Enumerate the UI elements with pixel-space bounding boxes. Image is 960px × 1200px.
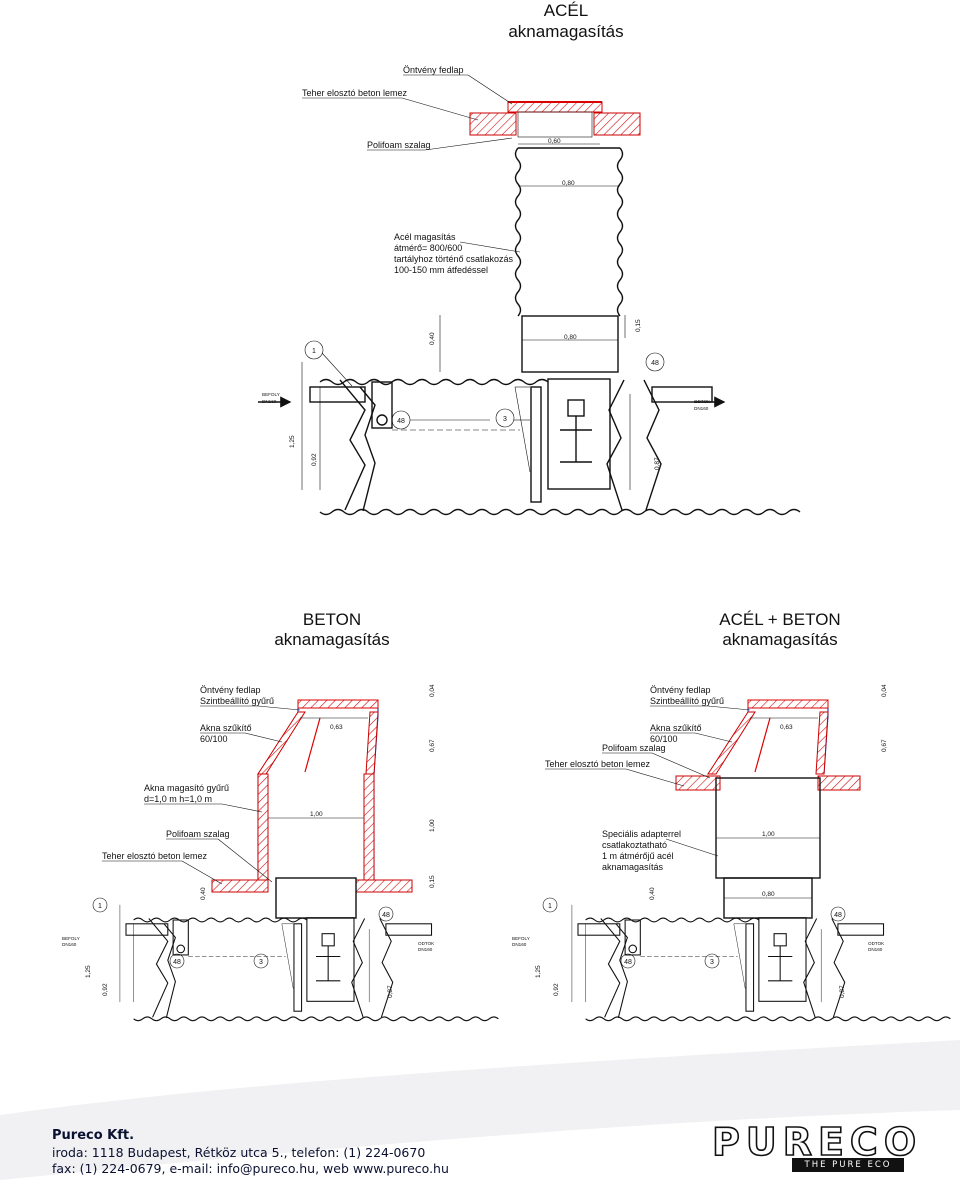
combo-inlet-label: BEFOLY <box>512 936 530 941</box>
beton-label-akna2: 60/100 <box>200 734 228 744</box>
beton-dim-004: 0,04 <box>429 684 436 697</box>
top-load-slab-right <box>593 112 641 136</box>
label-polifoam-szalag: Polifoam szalag <box>367 140 431 150</box>
beton-balloon-48a: 48 <box>382 912 390 919</box>
top-load-slab-left <box>469 112 517 136</box>
combo-dim-004: 0,04 <box>881 684 888 697</box>
acel-diagram: 0,60 0,80 0,80 0,40 0,15 Öntvény fedlap … <box>258 65 801 516</box>
beton-dim-092: 0,92 <box>102 983 109 996</box>
pureco-logo: PURECO THE PURE ECO <box>711 1119 917 1176</box>
beton-outlet-dn: DN160 <box>418 947 433 952</box>
combo-dim-040: 0,40 <box>649 887 656 900</box>
logo-tagline: THE PURE ECO <box>792 1158 904 1172</box>
combo-label-szint: Szintbeállító gyűrű <box>650 696 724 706</box>
beton-label-akna1: Akna szűkítő <box>200 723 252 733</box>
top-inlet-label: BEFOLY <box>262 392 280 397</box>
top-balloon-1: 1 <box>312 348 316 355</box>
combo-dim-080: 0,80 <box>762 891 775 898</box>
label-acel-magasitas: Acél magasítás <box>394 232 456 242</box>
beton-dim-067: 0,67 <box>429 739 436 752</box>
title-combo-line1: ACÉL + BETON <box>719 610 840 629</box>
beton-label-polifoam: Polifoam szalag <box>166 829 230 839</box>
title-beton-line1: BETON <box>303 610 361 629</box>
combo-label-teher: Teher elosztó beton lemez <box>545 759 651 769</box>
combo-dim-092: 0,92 <box>553 983 560 996</box>
combo-outlet-label: ODTOK <box>868 941 885 946</box>
title-combo-line2: aknamagasítás <box>722 630 837 649</box>
combo-dim-125: 1,25 <box>535 965 542 978</box>
footer-address: iroda: 1118 Budapest, Rétköz utca 5., te… <box>52 1145 426 1160</box>
top-balloon-48a: 48 <box>651 360 659 367</box>
dim-040: 0,40 <box>429 332 436 345</box>
logo-word: PURECO <box>711 1119 923 1165</box>
combo-label-ontveny: Öntvény fedlap <box>650 685 711 695</box>
top-cast-cover <box>507 101 603 113</box>
beton-label-teher: Teher elosztó beton lemez <box>102 851 208 861</box>
combo-dim-063: 0,63 <box>780 724 793 731</box>
beton-dim-063: 0,63 <box>330 724 343 731</box>
beton-dim-015: 0,15 <box>429 875 436 888</box>
dim-060: 0,60 <box>548 138 561 145</box>
beton-label-ontveny: Öntvény fedlap <box>200 685 261 695</box>
beton-balloon-1: 1 <box>98 903 102 910</box>
beton-label-szint: Szintbeállító gyűrű <box>200 696 274 706</box>
combo-dim-087: 0,87 <box>839 985 846 998</box>
dim-080b: 0,80 <box>564 334 577 341</box>
combo-dim-067: 0,67 <box>881 739 888 752</box>
combo-balloon-48b: 48 <box>624 959 632 966</box>
combo-label-spec1: Speciális adapterrel <box>602 829 681 839</box>
label-ontveny-fedlap: Öntvény fedlap <box>403 65 464 75</box>
title-acel-line2: aknamagasítás <box>508 22 623 41</box>
top-inlet-dn: DN160 <box>262 399 277 404</box>
footer-swoosh <box>0 1040 960 1180</box>
beton-balloon-3: 3 <box>259 959 263 966</box>
top-balloon-48b: 48 <box>397 418 405 425</box>
beton-dim-100a: 1,00 <box>310 811 323 818</box>
top-outlet-label: ODTOK <box>694 399 711 404</box>
title-beton-line2: aknamagasítás <box>274 630 389 649</box>
combo-label-spec2: csatlakoztatható <box>602 840 667 850</box>
beton-dim-100b: 1,00 <box>429 819 436 832</box>
combo-outlet-dn: DN160 <box>868 947 883 952</box>
top-balloon-3: 3 <box>503 416 507 423</box>
label-acel-atfedes: 100-150 mm átfedéssel <box>394 265 488 275</box>
beton-inlet-dn: DN160 <box>62 942 77 947</box>
beton-diagram: 0,63 1,00 0,04 0,67 1,00 0,40 0,15 Öntvé… <box>62 684 499 1022</box>
combo-balloon-48a: 48 <box>834 912 842 919</box>
combo-balloon-1: 1 <box>548 903 552 910</box>
dim-015: 0,15 <box>635 319 642 332</box>
combo-label-spec3: 1 m átmérőjű acél <box>602 851 674 861</box>
top-dim-092: 0,92 <box>311 453 318 466</box>
combo-inlet-dn: DN160 <box>512 942 527 947</box>
combo-label-akna2: 60/100 <box>650 734 678 744</box>
footer-company: Pureco Kft. <box>52 1128 135 1143</box>
beton-inlet-label: BEFOLY <box>62 936 80 941</box>
combo-dim-100: 1,00 <box>762 831 775 838</box>
combo-diagram: 0,63 1,00 0,80 0,04 0,67 0,40 Öntvény fe… <box>512 684 951 1022</box>
combo-balloon-3: 3 <box>710 959 714 966</box>
top-outlet-dn: DN160 <box>694 406 709 411</box>
beton-label-gyuru1: Akna magasító gyűrű <box>144 783 229 793</box>
beton-outlet-label: ODTOK <box>418 941 435 946</box>
label-acel-atmero: átmérő= 800/600 <box>394 243 462 253</box>
combo-label-polifoam: Polifoam szalag <box>602 743 666 753</box>
beton-dim-040: 0,40 <box>200 887 207 900</box>
footer-contact: fax: (1) 224-0679, e-mail: info@pureco.h… <box>52 1161 449 1176</box>
beton-dim-087: 0,87 <box>387 985 394 998</box>
label-teher-elosztó: Teher elosztó beton lemez <box>302 88 408 98</box>
combo-label-spec4: aknamagasítás <box>602 862 664 872</box>
label-acel-csatlakozas: tartályhoz történő csatlakozás <box>394 254 514 264</box>
beton-dim-125: 1,25 <box>85 965 92 978</box>
combo-label-akna1: Akna szűkítő <box>650 723 702 733</box>
dim-080a: 0,80 <box>562 180 575 187</box>
top-dim-125: 1,25 <box>289 435 296 448</box>
beton-balloon-48b: 48 <box>173 959 181 966</box>
title-acel-line1: ACÉL <box>544 1 588 20</box>
beton-label-gyuru2: d=1,0 m h=1,0 m <box>144 794 212 804</box>
top-dim-087: 0,87 <box>654 457 661 470</box>
